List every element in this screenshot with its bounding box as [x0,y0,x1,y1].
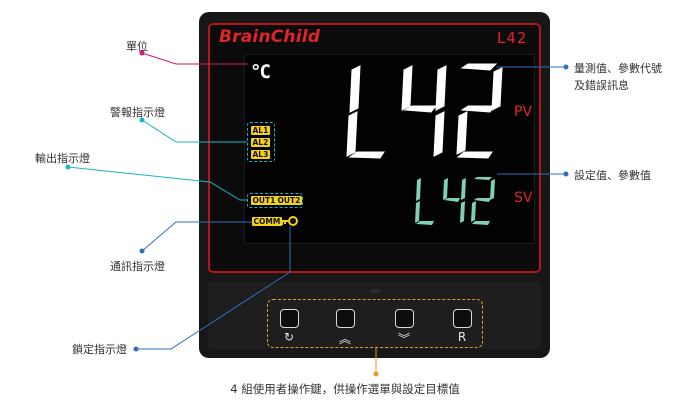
comm-leader [141,221,252,252]
sv-digit-segment [461,178,466,200]
brand-logo: BrainChild [219,27,321,47]
key-icon [280,216,298,226]
sv-digit-segment [474,177,492,180]
sv-digit-segment [444,198,460,202]
cycle-key[interactable] [280,309,299,328]
pv-digit-segment [491,67,503,111]
lcd-screen [244,54,535,244]
sv-digit-segment [471,201,476,222]
callout-keys: 4 組使用者操作鍵，供操作選單與設定目標值 [230,382,460,396]
callout-output: 輸出指示燈 [35,152,90,165]
sv-display [415,177,495,225]
model-label: L42 [497,29,528,47]
callout-unit: 單位 [126,40,148,53]
sv-digit-segment [443,178,448,200]
sv-digit-segment [416,178,421,201]
alarm-indicator-2: AL2 [251,138,270,147]
reset-key[interactable] [453,309,472,328]
pv-digit-segment [348,151,385,159]
callout-alarm: 警報指示燈 [110,106,165,119]
alarm-indicator-3: AL3 [251,150,270,159]
pv-digit-segment [456,151,493,159]
pv-digit-segment [435,65,447,111]
pv-label: PV [514,104,533,120]
output-indicator-2: OUT2 [276,196,302,205]
sv-label: SV [514,190,533,206]
down-key[interactable] [395,309,414,328]
lock-leader [136,226,291,350]
key-panel [208,282,541,349]
pv-digit-segment [460,105,495,113]
pv-digit-segment [349,65,361,113]
cycle-arrow-icon: ↻ [283,330,295,344]
double-chevron-down-icon: ︾ [397,332,410,346]
alarm-leader [141,119,247,143]
output-leader [67,166,247,201]
unit-leader [141,52,248,65]
pv-display [346,63,503,159]
comm-indicator: COMM [252,217,282,226]
sv-digit-segment [460,201,465,223]
alarm-indicator-1: AL1 [251,126,270,135]
callout-lock: 鎖定指示燈 [72,343,127,356]
sv-digit-segment [415,201,420,223]
pv-digit-segment [433,111,445,157]
pv-digit-segment [346,111,358,157]
key-group [267,299,483,348]
double-chevron-up-icon: ︽ [338,332,351,346]
alarm-indicator-group [247,122,275,162]
sv-digit-segment [490,179,495,200]
sv-digit-segment [472,221,490,225]
output-indicator-1: OUT1 [251,196,277,205]
sv-digit-segment [416,221,434,225]
keys-leader-dot [373,371,379,377]
pv-digit-segment [460,63,498,71]
callout-pv-line2: 及錯誤訊息 [574,79,629,92]
sv-digit-segment [474,198,491,202]
light-sensor [371,289,380,293]
unit-indicator: °C [250,61,271,83]
callout-pv-line1: 量測值、參數代號 [574,62,662,75]
reset-key-label: R [457,330,467,344]
pv-digit-segment [456,111,468,155]
callout-comm: 通訊指示燈 [110,260,165,273]
callout-sv: 設定值、參數值 [574,169,651,182]
output-indicator-group [247,193,303,208]
pv-digit-segment [401,65,413,111]
up-key[interactable] [336,309,355,328]
